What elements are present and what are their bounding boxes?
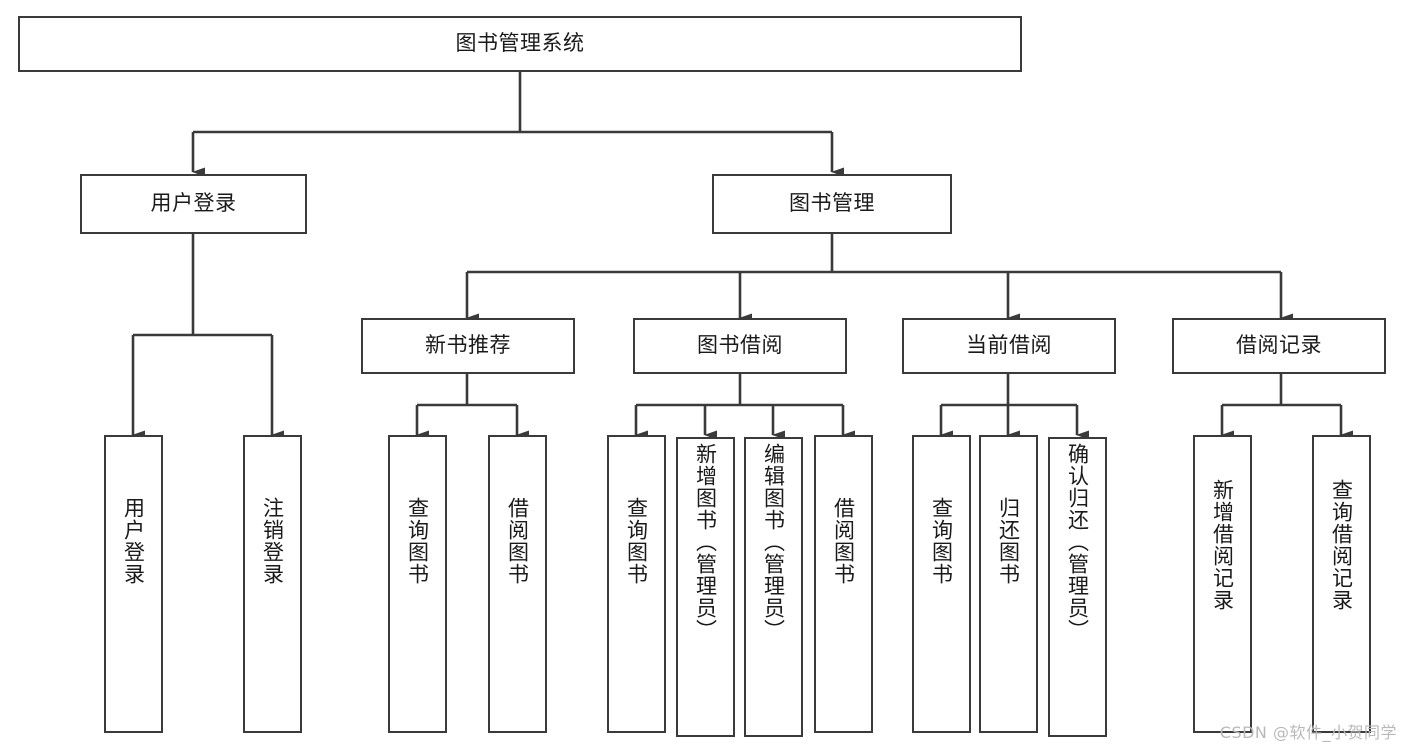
- node-label: 查询图书: [929, 497, 954, 585]
- node-current-borrow[interactable]: 当前借阅: [902, 318, 1116, 374]
- node-borrow-record[interactable]: 借阅记录: [1172, 318, 1386, 374]
- node-label: 查询图书: [405, 497, 430, 585]
- node-user-login[interactable]: 用户登录: [80, 174, 307, 234]
- node-label: 用户登录: [121, 497, 146, 585]
- node-label: 确认归还（管理员）: [1065, 443, 1090, 641]
- node-label: 新增图书（管理员）: [693, 443, 718, 641]
- node-label: 图书借阅: [697, 333, 783, 358]
- node-label: 查询借阅记录: [1329, 479, 1354, 611]
- node-label: 图书管理系统: [455, 31, 585, 56]
- node-label: 借阅记录: [1236, 333, 1322, 358]
- node-label: 新增借阅记录: [1210, 479, 1235, 611]
- node-label: 归还图书: [996, 497, 1021, 585]
- node-leaf-confirm-return[interactable]: 确认归还（管理员）: [1048, 437, 1107, 737]
- node-label: 查询图书: [624, 497, 649, 585]
- node-leaf-query-record[interactable]: 查询借阅记录: [1312, 435, 1371, 733]
- node-leaf-user-login[interactable]: 用户登录: [104, 435, 163, 733]
- node-root-system[interactable]: 图书管理系统: [18, 16, 1022, 72]
- node-leaf-return-book[interactable]: 归还图书: [979, 435, 1038, 733]
- node-leaf-borrow-book-2[interactable]: 借阅图书: [814, 435, 873, 733]
- node-leaf-query-book-3[interactable]: 查询图书: [912, 435, 971, 733]
- node-new-book-recommend[interactable]: 新书推荐: [361, 318, 575, 374]
- node-leaf-add-book[interactable]: 新增图书（管理员）: [676, 437, 735, 737]
- node-label: 当前借阅: [966, 333, 1052, 358]
- node-leaf-add-record[interactable]: 新增借阅记录: [1193, 435, 1252, 733]
- node-leaf-query-book-2[interactable]: 查询图书: [607, 435, 666, 733]
- node-book-management[interactable]: 图书管理: [712, 174, 952, 234]
- node-book-borrow[interactable]: 图书借阅: [633, 318, 847, 374]
- node-leaf-edit-book[interactable]: 编辑图书（管理员）: [744, 437, 803, 737]
- node-label: 新书推荐: [425, 333, 511, 358]
- node-label: 用户登录: [150, 191, 237, 216]
- node-label: 借阅图书: [831, 497, 856, 585]
- node-label: 注销登录: [260, 497, 285, 585]
- node-label: 借阅图书: [505, 497, 530, 585]
- node-leaf-logout-login[interactable]: 注销登录: [243, 435, 302, 733]
- node-label: 编辑图书（管理员）: [761, 443, 786, 641]
- node-leaf-borrow-book-1[interactable]: 借阅图书: [488, 435, 547, 733]
- node-label: 图书管理: [789, 191, 875, 216]
- watermark-text: CSDN @软件_小贺同学: [1219, 723, 1397, 742]
- node-leaf-query-book-1[interactable]: 查询图书: [388, 435, 447, 733]
